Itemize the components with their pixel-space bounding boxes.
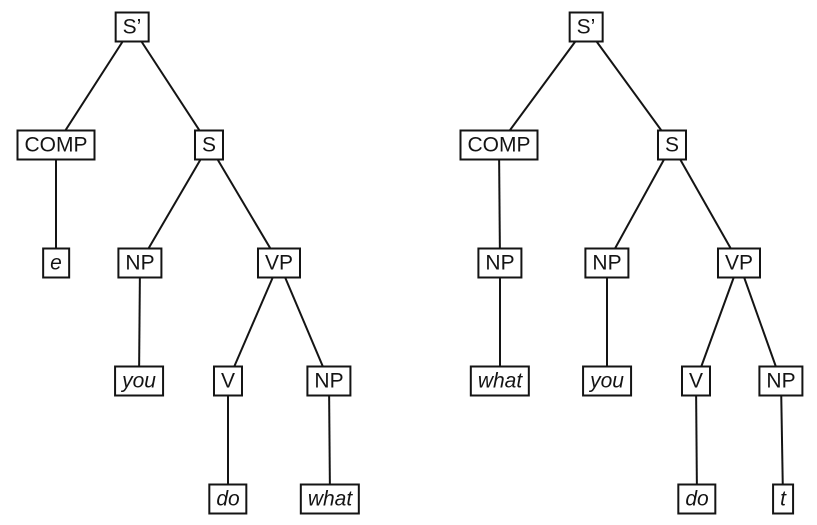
tree-edge-s-np2	[606, 144, 673, 264]
tree-node-s: S	[193, 129, 225, 161]
tree-edge-np3-t	[780, 380, 784, 500]
tree-edge-s-vp	[208, 144, 280, 264]
tree-node-v: V	[680, 365, 712, 397]
tree-node-vp: VP	[256, 247, 302, 279]
tree-edge-vp-np3	[738, 262, 782, 382]
tree-node-e: e	[42, 247, 70, 279]
tree-edge-sbar-comp	[498, 26, 587, 146]
tree-node-do: do	[677, 483, 717, 515]
tree-edge-comp-np1	[498, 144, 501, 264]
tree-node-np3: NP	[758, 365, 804, 397]
tree-edge-s-np1	[139, 144, 210, 264]
tree-node-what: what	[299, 483, 361, 515]
tree-edge-sbar-s	[131, 26, 210, 146]
tree-node-sbar: S’	[114, 11, 150, 43]
tree-edge-vp-v	[695, 262, 740, 382]
tree-node-sbar: S’	[568, 11, 604, 43]
tree-edge-v-do	[695, 380, 698, 500]
tree-edge-sbar-comp	[55, 26, 133, 146]
tree-node-np1: NP	[477, 247, 523, 279]
tree-edge-vp-v	[227, 262, 280, 382]
tree-edge-np1-you	[138, 262, 141, 382]
tree-node-do: do	[208, 483, 248, 515]
tree-node-np1: NP	[117, 247, 163, 279]
tree-node-s: S	[656, 129, 688, 161]
tree-node-you: you	[582, 365, 632, 397]
tree-node-t: t	[772, 483, 794, 515]
tree-node-np2: NP	[584, 247, 630, 279]
tree-node-you: you	[114, 365, 164, 397]
tree-edge-vp-np2	[278, 262, 330, 382]
tree-node-comp: COMP	[459, 129, 539, 161]
tree-node-vp: VP	[716, 247, 762, 279]
tree-node-np2: NP	[306, 365, 352, 397]
tree-node-comp: COMP	[16, 129, 96, 161]
tree-node-what: what	[469, 365, 531, 397]
tree-edge-sbar-s	[585, 26, 673, 146]
tree-edge-s-vp	[671, 144, 740, 264]
tree-edge-np2-what	[328, 380, 331, 500]
tree-node-v: V	[212, 365, 244, 397]
